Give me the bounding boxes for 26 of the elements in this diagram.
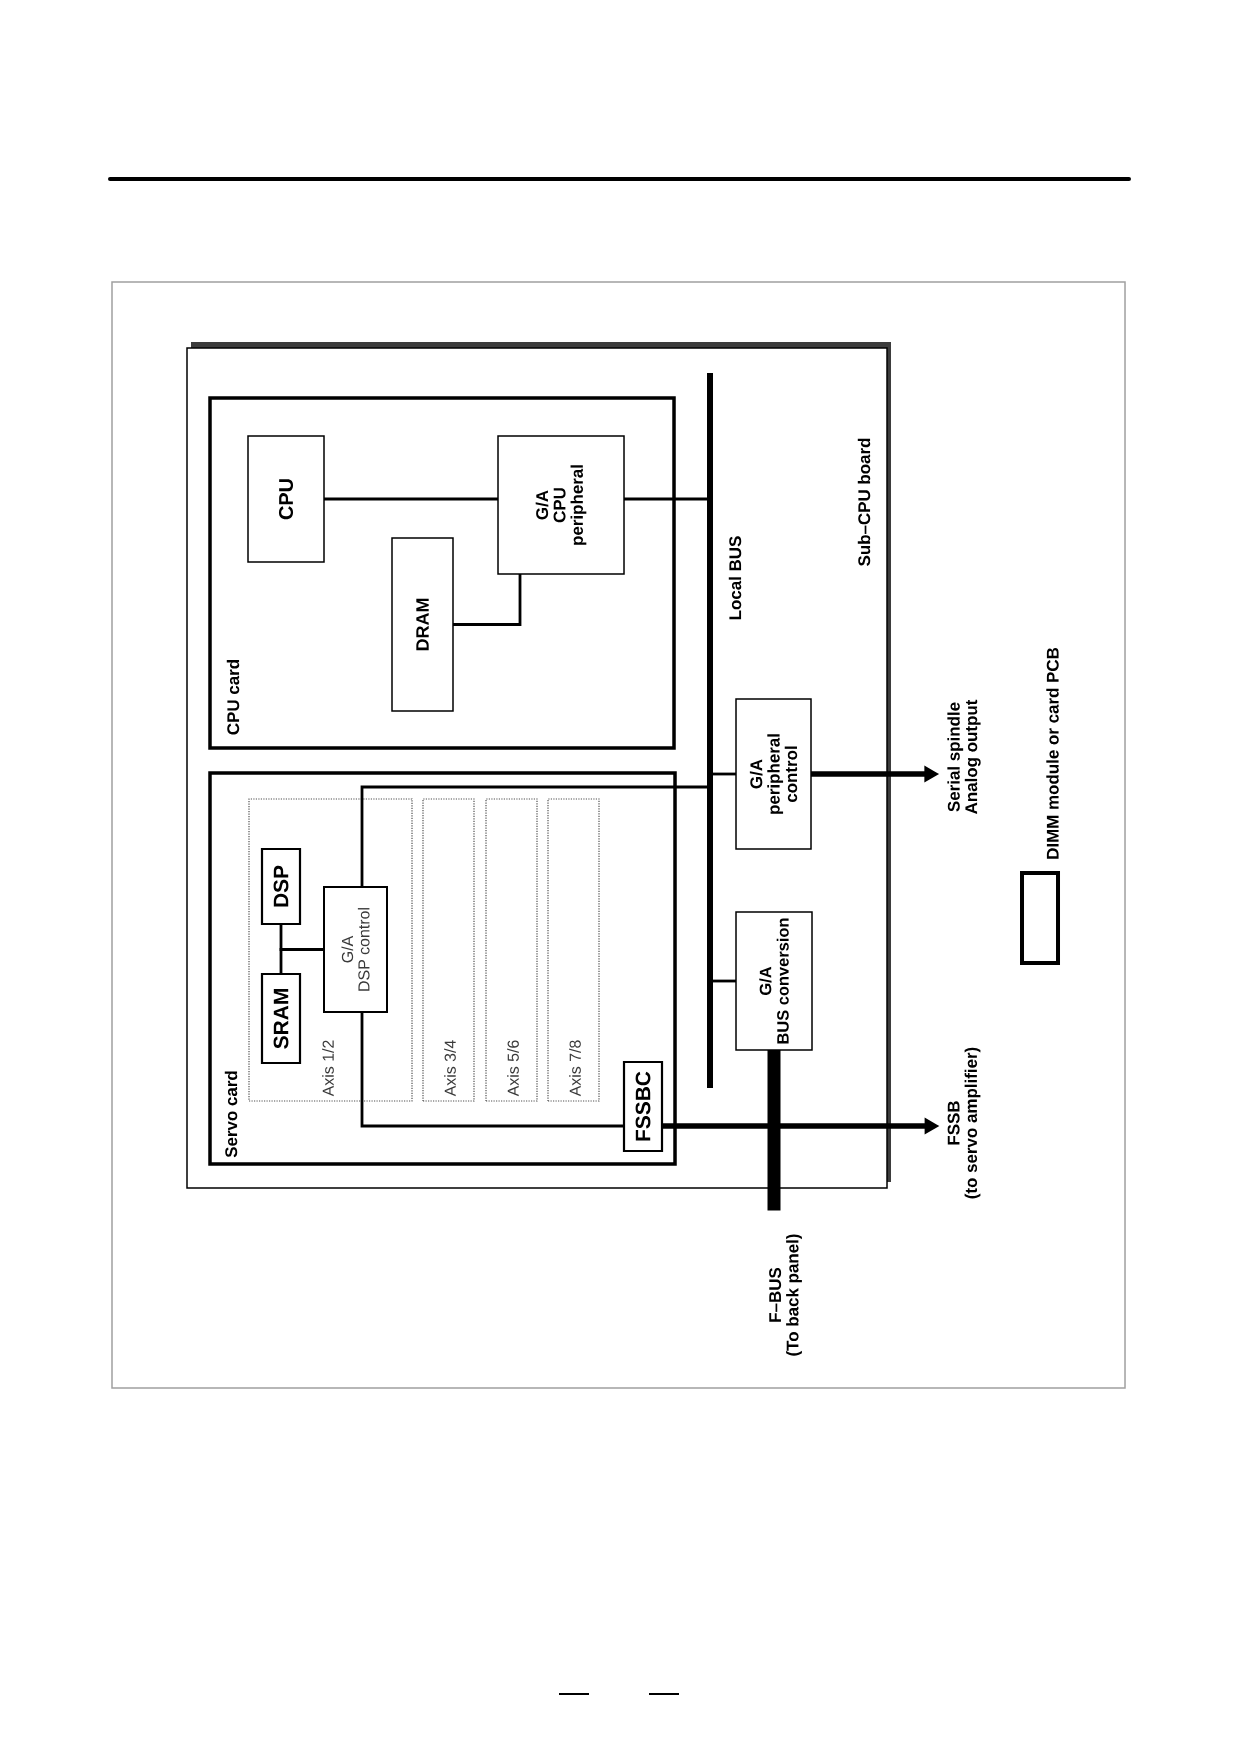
signal-label: Serial spindle Analog output: [947, 699, 981, 814]
signal-label: F–BUS (To back panel): [769, 1234, 802, 1356]
component-box: G/A BUS conversion: [735, 911, 813, 1051]
component-box: G/A CPU peripheral: [497, 435, 625, 575]
component-box: G/A DSP control: [323, 886, 388, 1013]
bus-label: Local BUS: [728, 536, 742, 620]
dotted-group-box: Axis 7/8: [547, 798, 600, 1102]
connector-line: [453, 574, 522, 626]
dotted-group-box: Axis 5/6: [485, 798, 538, 1102]
legend-entry: DIMM module or card PCB: [1020, 647, 1060, 965]
component-box: SRAM: [260, 972, 302, 1065]
connector-line: [624, 497, 707, 501]
component-box: CPU: [247, 435, 325, 563]
connector-line: [360, 785, 707, 887]
signal-label: FSSB (to servo amplifier): [947, 1047, 981, 1199]
connector-line: [713, 979, 736, 983]
component-box: FSSBC: [622, 1060, 664, 1153]
bus-line: [767, 1050, 781, 1211]
connector-line: [324, 497, 498, 501]
connector-line: [360, 1012, 624, 1128]
component-box: DRAM: [391, 537, 454, 712]
component-box: G/A peripheral control: [735, 698, 812, 850]
dotted-group-box: Axis 3/4: [422, 798, 475, 1102]
component-box: DSP: [260, 847, 302, 926]
connector-line: [279, 948, 324, 974]
connector-line: [713, 772, 736, 776]
